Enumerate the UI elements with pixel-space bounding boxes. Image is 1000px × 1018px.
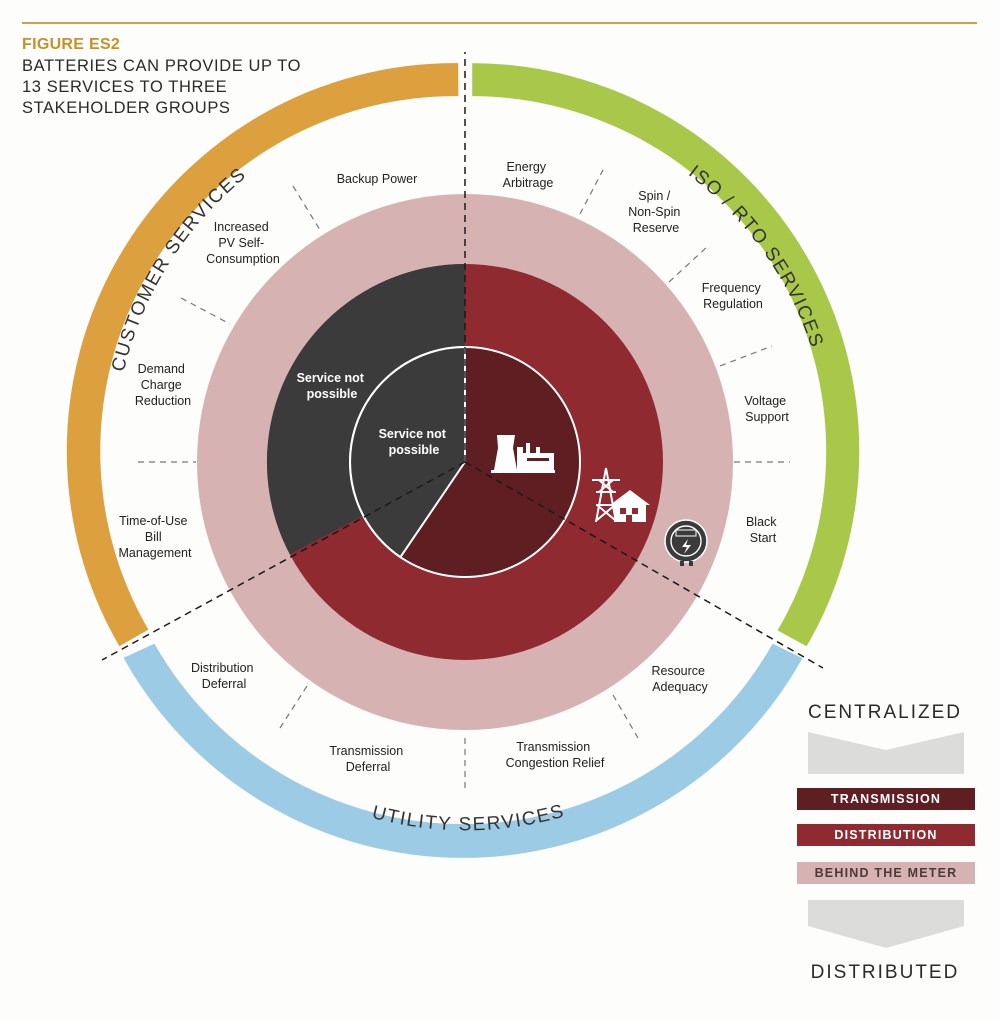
legend-bottom-arrow xyxy=(808,900,964,948)
service-spin-reserve: Spin / Non-Spin Reserve xyxy=(628,189,684,235)
service-backup-power: Backup Power xyxy=(337,172,418,186)
service-frequency-regulation: Frequency Regulation xyxy=(702,281,765,311)
figure-title: BATTERIES CAN PROVIDE UP TO 13 SERVICES … xyxy=(22,57,302,117)
top-rule xyxy=(22,22,977,24)
separator xyxy=(579,167,605,215)
service-distribution-deferral: Distribution Deferral xyxy=(191,661,257,691)
legend-centralized-label: CENTRALIZED xyxy=(808,702,962,723)
separator xyxy=(719,345,773,367)
electric-meter-icon xyxy=(664,519,708,566)
legend-distributed-label: DISTRIBUTED xyxy=(810,962,960,983)
separator xyxy=(292,185,321,231)
service-voltage-support: Voltage Support xyxy=(744,394,789,424)
service-tou-bill-management: Time-of-Use Bill Management xyxy=(119,514,192,560)
service-transmission-deferral: Transmission Deferral xyxy=(329,744,406,774)
transmission-not-possible-note: Service not possible xyxy=(379,427,450,457)
service-transmission-congestion-relief: Transmission Congestion Relief xyxy=(506,740,605,770)
transmission-tower-house-icon xyxy=(592,467,650,523)
iso-rto-services-arc xyxy=(472,63,860,647)
service-resource-adequacy: Resource Adequacy xyxy=(652,664,709,694)
separator xyxy=(180,297,231,325)
legend-transmission: TRANSMISSION xyxy=(797,788,975,810)
service-black-start: Black Start xyxy=(746,515,780,545)
distribution-not-possible-note: Service not possible xyxy=(297,371,368,401)
service-energy-arbitrage: Energy Arbitrage xyxy=(503,160,554,190)
legend-behind-the-meter: BEHIND THE METER xyxy=(797,862,975,884)
figure-label: FIGURE ES2 xyxy=(22,36,121,53)
divider-left xyxy=(101,461,466,661)
utility-services-arc xyxy=(123,643,803,858)
separator xyxy=(612,694,639,739)
separator xyxy=(668,245,709,283)
service-separators xyxy=(138,167,790,790)
power-plant-icon xyxy=(491,435,555,473)
transmission-not-possible-sector xyxy=(349,345,466,559)
legend-distribution: DISTRIBUTION xyxy=(797,824,975,846)
divider-right xyxy=(464,461,824,669)
separator xyxy=(279,685,308,729)
service-pv-self-consumption: Increased PV Self- Consumption xyxy=(206,220,280,266)
service-demand-charge-reduction: Demand Charge Reduction xyxy=(135,362,191,408)
legend-top-arrow xyxy=(808,732,964,774)
customer-services-arc xyxy=(66,63,459,647)
